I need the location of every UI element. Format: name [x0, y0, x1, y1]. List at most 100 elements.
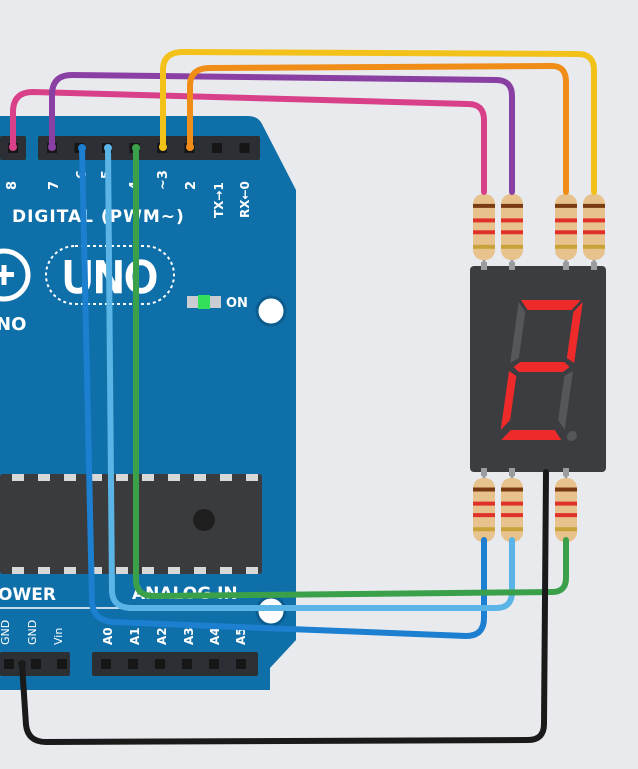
resistor-top-1-band: [501, 230, 523, 235]
analog-pin-1[interactable]: [128, 659, 138, 669]
analog-pin-a1: A1: [128, 627, 142, 645]
wire-purple[interactable]: [49, 72, 515, 195]
power-pin-0[interactable]: [4, 659, 14, 669]
resistor-bottom-1-body: [501, 478, 523, 542]
resistor-top-3-band: [583, 218, 605, 223]
analog-pin-0[interactable]: [101, 659, 111, 669]
resistor-top-0-band: [473, 218, 495, 223]
analog-pin-a0: A0: [101, 627, 115, 645]
resistor-top-1-band: [501, 203, 523, 208]
resistor-top-0[interactable]: [473, 188, 495, 266]
wire-pink[interactable]: [10, 89, 487, 195]
chip-leg: [142, 567, 154, 574]
chip-leg: [38, 567, 50, 574]
analog-header: [92, 652, 258, 676]
wire-green[interactable]: [133, 145, 569, 599]
resistor-top-3-band: [583, 244, 605, 249]
wire-orange[interactable]: [187, 63, 569, 195]
resistor-bottom-0-body: [473, 478, 495, 542]
segment-dp: [566, 431, 577, 441]
segment-f: [510, 302, 526, 363]
digital-header: [0, 136, 260, 160]
resistor-top-2-band: [555, 218, 577, 223]
mounting-hole-top: [255, 295, 287, 327]
chip-leg: [12, 567, 24, 574]
segment-g: [513, 362, 570, 372]
chip-leg: [64, 474, 76, 481]
analog-pin-labels: A0 A1 A2 A3 A4 A5: [101, 627, 248, 645]
chip-leg: [220, 474, 232, 481]
resistor-bottom-2[interactable]: [555, 472, 577, 548]
resistor-bottom-1-band: [501, 501, 523, 506]
pin-label-3: ~3: [156, 170, 171, 190]
chip-leg: [194, 567, 206, 574]
analog-pin-3[interactable]: [182, 659, 192, 669]
resistor-bottom-2-band: [555, 487, 577, 492]
seven-segment-display[interactable]: [470, 262, 606, 476]
analog-pin-5[interactable]: [236, 659, 246, 669]
resistor-bottom-2-band: [555, 501, 577, 506]
wire-blue[interactable]: [79, 145, 487, 639]
resistor-top-0-band: [473, 244, 495, 249]
pin-label-7: 7: [47, 181, 62, 190]
pin-label-8: 8: [5, 181, 20, 190]
wire-lightblue[interactable]: [105, 145, 515, 611]
resistor-bottom-2-band: [555, 527, 577, 532]
power-header: [0, 652, 70, 676]
resistor-top-2-band: [555, 203, 577, 208]
digital-pin-8[interactable]: [239, 143, 250, 153]
resistor-top-2[interactable]: [555, 188, 577, 266]
resistor-top-1-body: [501, 194, 523, 260]
analog-pin-2[interactable]: [155, 659, 165, 669]
resistor-top-1-band: [501, 218, 523, 223]
wire-yellow[interactable]: [160, 49, 597, 195]
analog-pin-a5: A5: [234, 627, 248, 645]
resistor-top-2-band: [555, 244, 577, 249]
segment-e: [500, 371, 517, 430]
chip-leg: [90, 474, 102, 481]
resistors: [473, 188, 605, 548]
resistor-bottom-1-band: [501, 527, 523, 532]
segment-b: [566, 302, 583, 363]
chip-leg: [142, 474, 154, 481]
resistor-bottom-1-band: [501, 513, 523, 518]
analog-pin-4[interactable]: [209, 659, 219, 669]
resistor-top-0-band: [473, 203, 495, 208]
resistor-top-3[interactable]: [583, 188, 605, 266]
segment-d: [501, 430, 562, 440]
resistor-top-1-band: [501, 244, 523, 249]
resistor-bottom-0-band: [473, 527, 495, 532]
power-pin-gnd-1: GND: [0, 620, 12, 645]
chip-leg: [12, 474, 24, 481]
resistor-top-0-band: [473, 230, 495, 235]
chip-leg: [90, 567, 102, 574]
resistor-bottom-0[interactable]: [473, 472, 495, 548]
atmega-chip: [0, 474, 262, 574]
resistor-top-2-body: [555, 194, 577, 260]
pin-label-tx: TX→1: [212, 182, 226, 218]
segment-a: [521, 300, 581, 310]
on-led: ON: [187, 295, 248, 311]
analog-pin-a3: A3: [182, 627, 196, 645]
resistor-top-1[interactable]: [501, 188, 523, 266]
digital-pin-7[interactable]: [212, 143, 222, 153]
digit-segments: [500, 300, 583, 441]
wire-black[interactable]: [19, 469, 549, 745]
analog-pin-a4: A4: [208, 627, 222, 645]
on-led-label: ON: [226, 296, 248, 311]
power-pin-labels: GND GND Vin: [0, 620, 65, 645]
resistor-bottom-1[interactable]: [501, 472, 523, 548]
chip-leg: [116, 474, 128, 481]
arduino-uno-board[interactable]: 8 7 ~6 ~5 4 ~3 2 TX→1 RX←0 DIGITAL (PWM~…: [0, 116, 296, 690]
resistor-bottom-0-band: [473, 487, 495, 492]
power-pin-vin: Vin: [52, 628, 65, 645]
chip-leg: [246, 474, 258, 481]
power-pin-2[interactable]: [57, 659, 67, 669]
pin-label-2: 2: [184, 181, 199, 190]
resistor-top-3-band: [583, 230, 605, 235]
resistor-bottom-0-band: [473, 513, 495, 518]
wires[interactable]: [10, 49, 597, 745]
digital-label: DIGITAL (PWM~): [12, 207, 185, 227]
power-pin-1[interactable]: [31, 659, 41, 669]
